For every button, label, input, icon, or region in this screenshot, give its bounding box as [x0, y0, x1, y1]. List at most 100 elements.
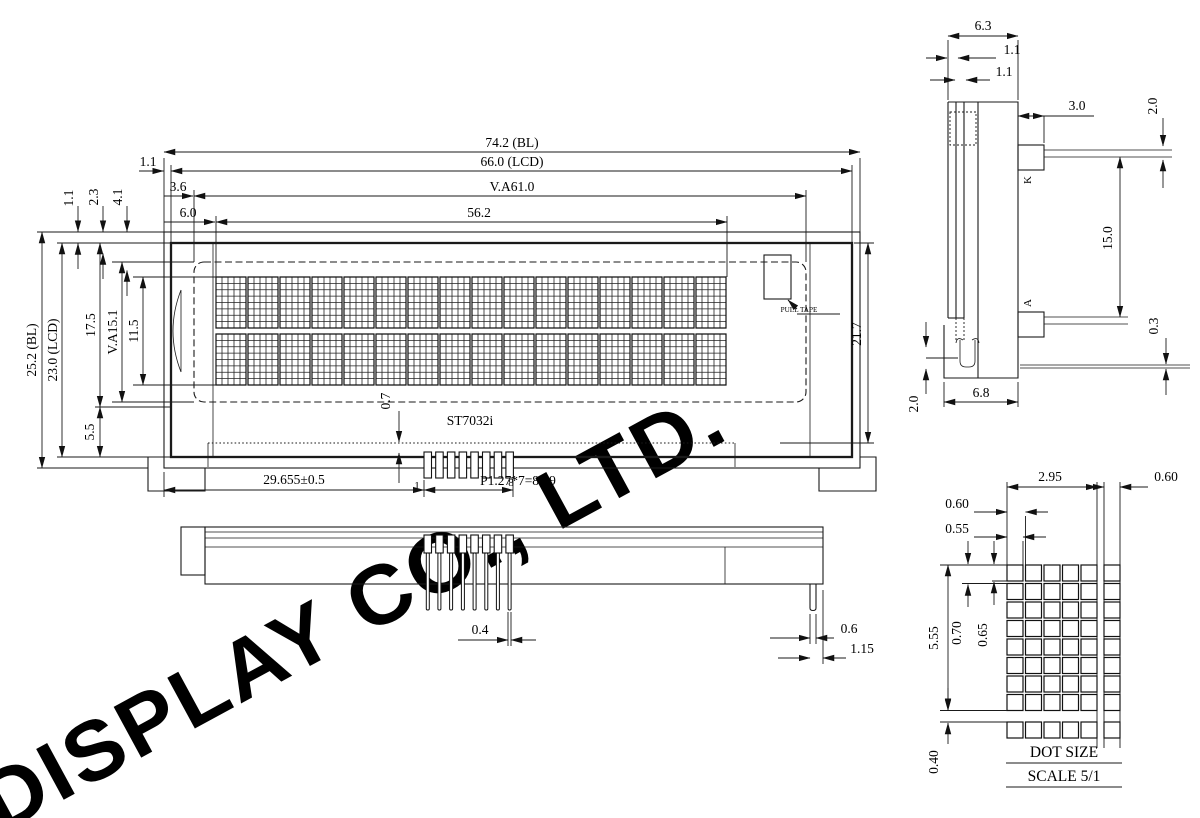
char-cell-border [215, 276, 727, 386]
connector-pad [423, 451, 433, 479]
dim-6-3-label: 6.3 [975, 18, 992, 33]
dot-square [1080, 638, 1098, 656]
dot-square [1080, 675, 1098, 693]
terminal-wires [1044, 149, 1172, 325]
pin8-label: 8 [508, 477, 514, 489]
pin-shaft [425, 552, 430, 611]
front-view: PULL TAPE ST7032i 1 8 74.2 (BL) 66.0 (LC… [24, 135, 877, 497]
dot-square [1006, 564, 1024, 582]
side-view: K A 6.3 1.1 1.1 3.0 2.0 15.0 0.3 2.0 6.8 [906, 18, 1190, 412]
side-body-outline [948, 101, 1019, 379]
dim-2-95-label: 2.95 [1038, 469, 1062, 484]
dot-square [1024, 675, 1043, 693]
dot-square [1024, 601, 1043, 619]
dot-square [1103, 564, 1121, 582]
dot-square [1024, 564, 1043, 582]
dim-1-1-a-label: 1.1 [1004, 42, 1021, 57]
mount-tab-left [147, 456, 206, 492]
dot-square [1043, 601, 1061, 619]
dot-square [1080, 656, 1098, 675]
dot-square [1043, 638, 1061, 656]
dim-0-60-right-label: 0.60 [1154, 469, 1178, 484]
dim-0-3-label: 0.3 [1146, 317, 1161, 334]
dot-square [1006, 656, 1024, 675]
pin-head [505, 534, 514, 554]
viewing-area-outline [193, 261, 807, 403]
dim-56-2-label: 56.2 [467, 205, 491, 220]
dim-0-4-label: 0.4 [472, 622, 489, 637]
pin-head [458, 534, 468, 554]
dim-25-2-label: 25.2 (BL) [24, 323, 39, 376]
connector-pad [470, 451, 479, 479]
bottom-endcap [180, 526, 206, 576]
dim-0-65-label: 0.65 [975, 623, 990, 647]
dot-square [1061, 638, 1080, 656]
dot-size-detail: 2.95 0.60 0.60 0.55 5.55 0.70 0.65 0.40 … [926, 469, 1178, 788]
backlight-outline [163, 231, 861, 469]
lcd-glass-outline [169, 241, 854, 459]
dim-3-0-label: 3.0 [1069, 98, 1086, 113]
ext-lines [1022, 516, 1026, 565]
side-bracket [943, 325, 1012, 379]
dot-square [1043, 564, 1061, 582]
pin-shaft [449, 552, 454, 611]
dim-15-0-label: 15.0 [1100, 226, 1115, 250]
dot-square [1006, 693, 1024, 712]
watermark-text: WINSTAR DISPLAY CO., LTD. [0, 370, 741, 818]
driver-ic-label: ST7032i [447, 413, 494, 428]
dot-square [1080, 601, 1098, 619]
pin-shaft [460, 552, 465, 611]
pin-shaft [507, 552, 512, 611]
dim-0-70-label: 0.70 [949, 621, 964, 645]
dot-square [1103, 656, 1121, 675]
dim-va61-label: V.A61.0 [490, 179, 535, 194]
dot-square [1061, 582, 1080, 601]
dim-66-0-label: 66.0 (LCD) [481, 154, 544, 169]
pin-shaft [472, 552, 477, 611]
dot-square [1006, 582, 1024, 601]
dim-1-1-h-label: 1.1 [140, 154, 157, 169]
dim-74-2-label: 74.2 (BL) [485, 135, 538, 150]
dot-square [1061, 721, 1080, 739]
dot-square [1103, 638, 1121, 656]
dot-square [1024, 638, 1043, 656]
dot-square [1103, 582, 1121, 601]
char-cell-dots [216, 277, 726, 385]
dot-square [1024, 721, 1043, 739]
connector-pad [435, 451, 444, 479]
mount-tab-right [818, 456, 877, 492]
bottom-layers [205, 531, 823, 548]
dot-square [1024, 582, 1043, 601]
pin-head [470, 534, 479, 554]
dot-square [1103, 721, 1121, 739]
dim-17-5-label: 17.5 [83, 313, 98, 337]
side-clip [955, 338, 980, 368]
dot-square [1024, 656, 1043, 675]
dot-square [1080, 582, 1098, 601]
pull-tape-label: PULL TAPE [781, 306, 818, 314]
dim-pitch-label: P1.27*7=8.89 [480, 473, 556, 488]
dot-square [1061, 656, 1080, 675]
connector-pad [481, 451, 491, 479]
dim-0-60-label: 0.60 [945, 496, 969, 511]
ext-lines [1006, 482, 1121, 748]
connector-pad [505, 451, 514, 479]
dot-square [1061, 619, 1080, 638]
connector-pads [423, 451, 514, 479]
dot-square [1024, 619, 1043, 638]
connector-pins [423, 534, 514, 611]
pin-shaft [484, 552, 489, 611]
dim-0-7-label: 0.7 [378, 392, 393, 409]
pin-shaft [437, 552, 442, 611]
dim-1-1-v-label: 1.1 [61, 190, 76, 207]
dot-square [1080, 564, 1098, 582]
dim-0-40-label: 0.40 [926, 750, 941, 774]
dot-square [1043, 619, 1061, 638]
pull-tape-hatch [763, 254, 792, 300]
dot-square [1043, 656, 1061, 675]
dim-1-1-b-label: 1.1 [996, 64, 1013, 79]
pin-head [493, 534, 503, 554]
scale-note: SCALE 5/1 [1028, 768, 1101, 785]
dot-square [1024, 693, 1043, 712]
